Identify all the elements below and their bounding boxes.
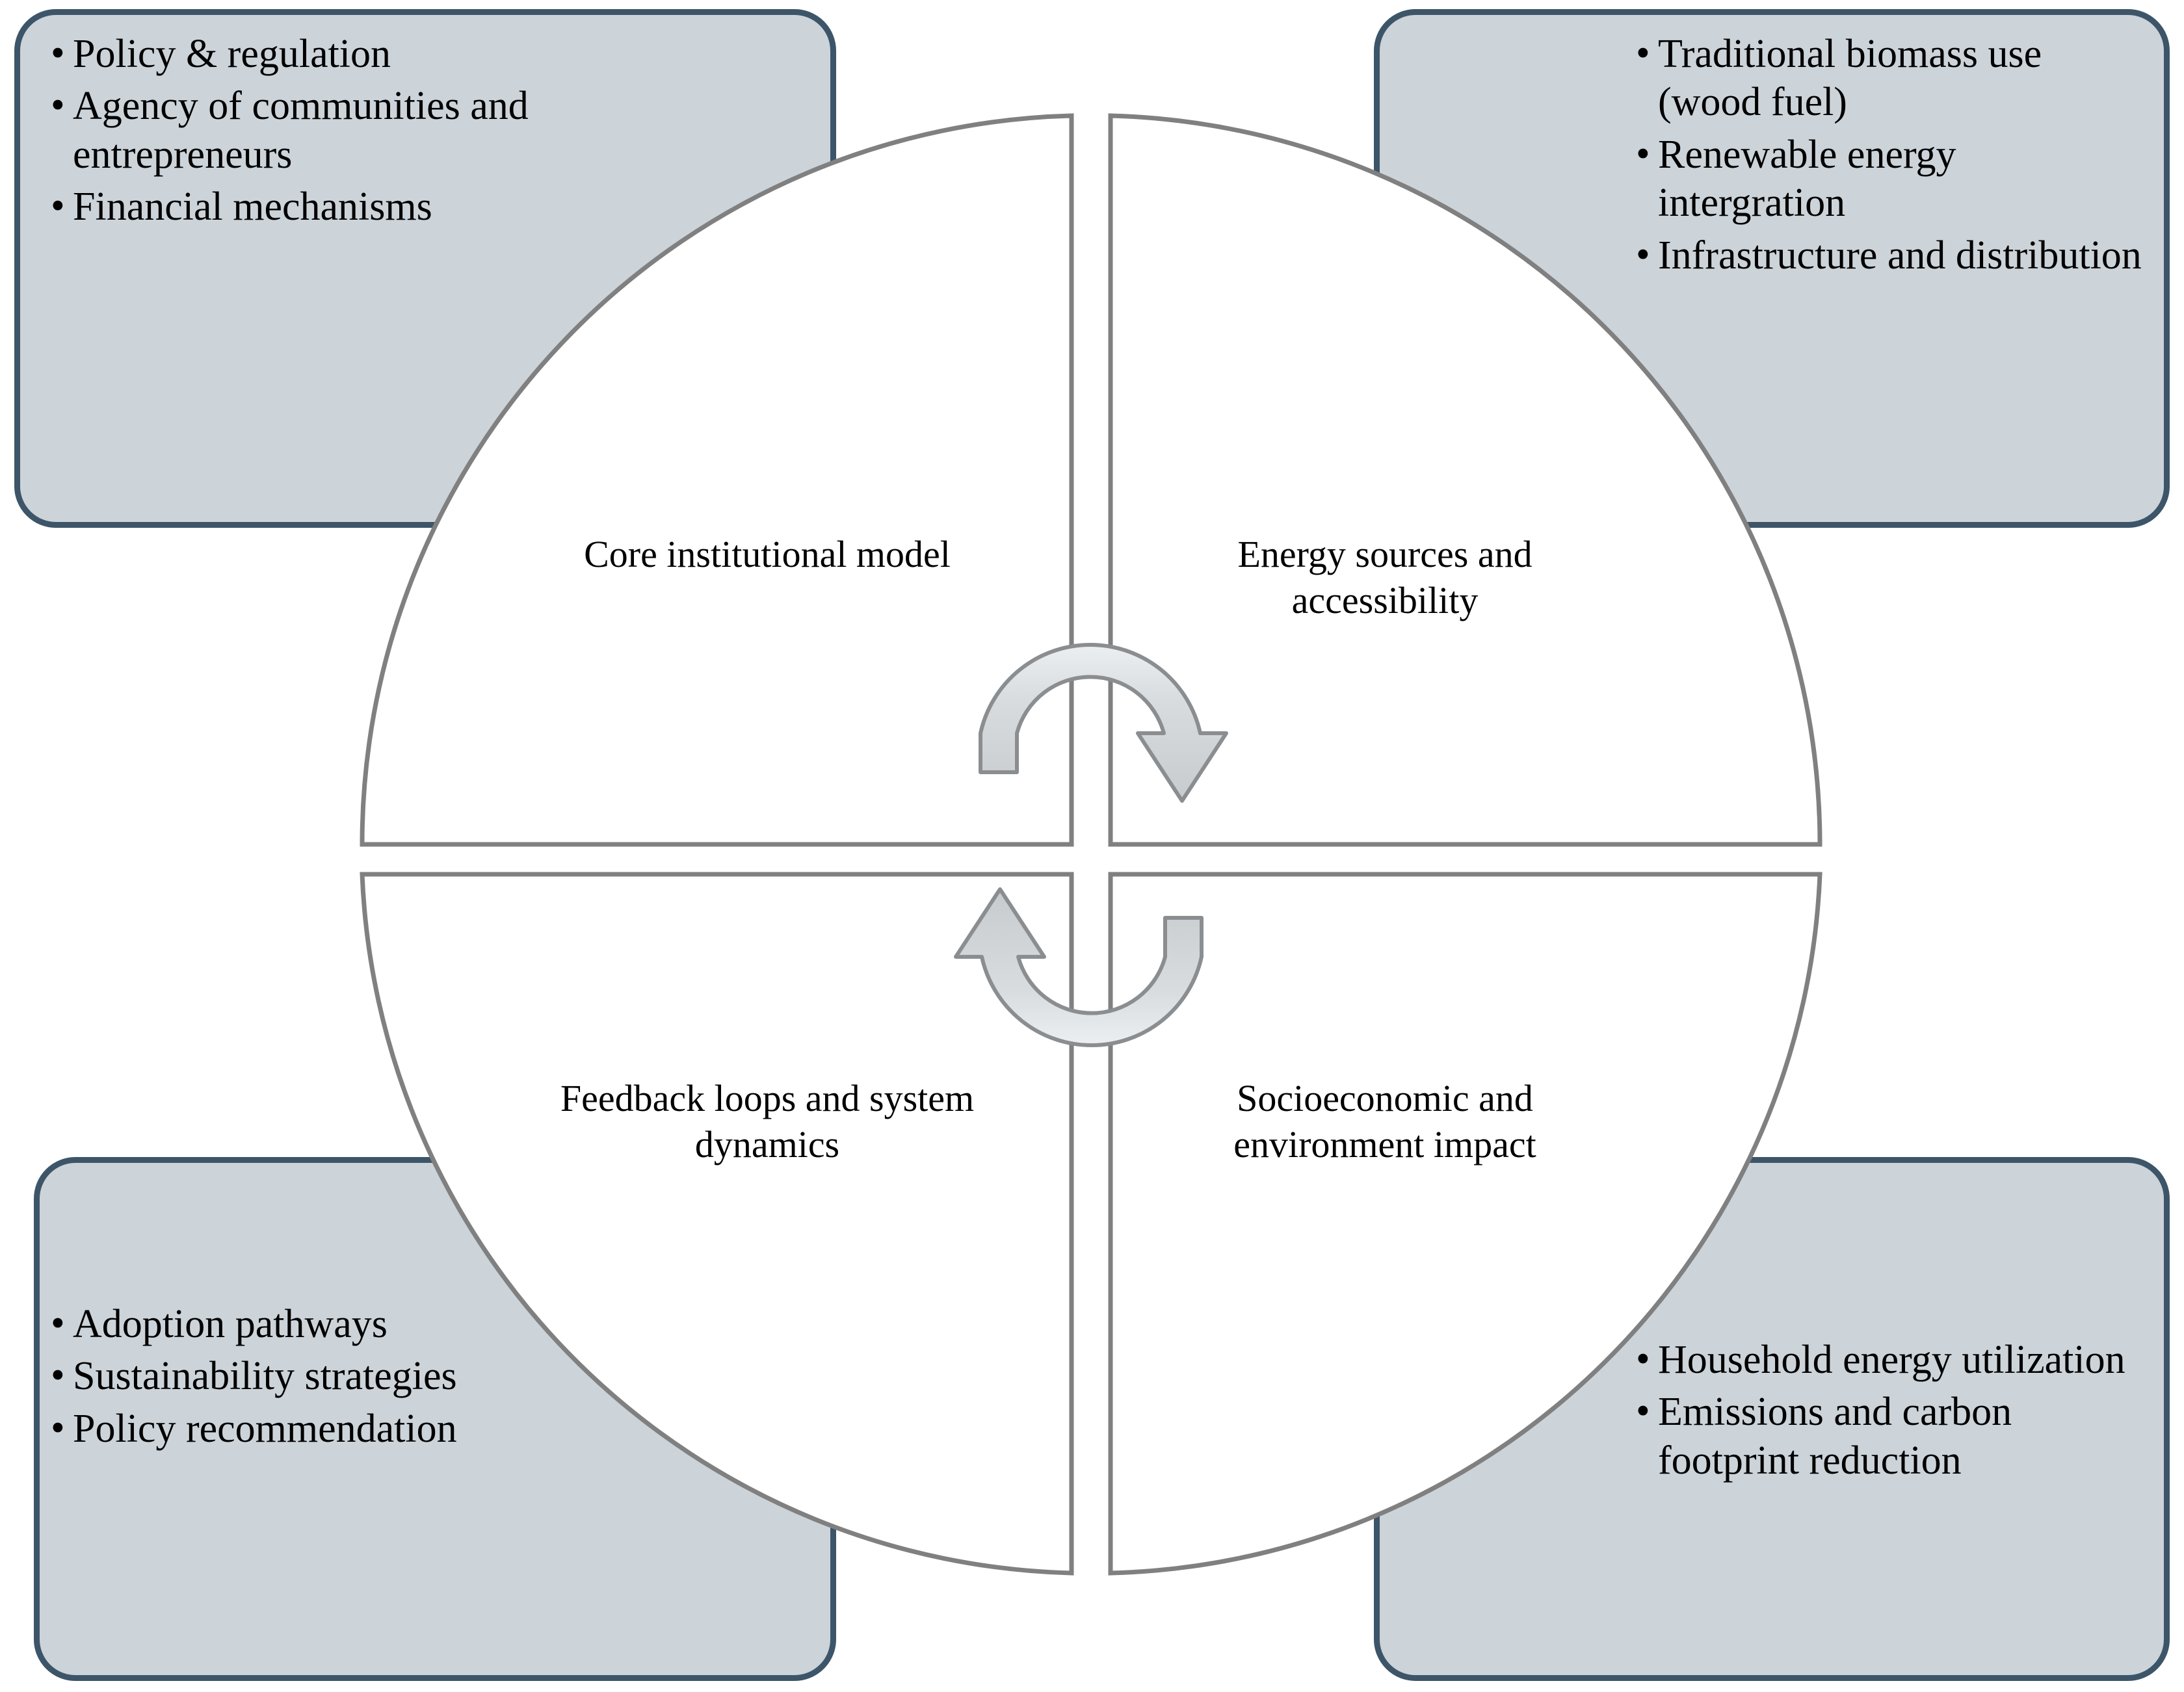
list-item-label: Emissions and carbon footprint reduction [1658,1390,2012,1483]
list-item: •Sustainability strategies [47,1352,736,1400]
list-item: •Traditional biomass use (wood fuel) [1632,30,2146,127]
bullet-glyph-icon: • [51,1405,65,1450]
list-item-label: Sustainability strategies [73,1354,457,1399]
list-item-label: Household energy utilization [1658,1338,2125,1382]
list-item-label: Financial mechanisms [73,185,432,229]
list-item-label: Renewable energy intergration [1658,132,1956,226]
list-item: •Financial mechanisms [47,183,723,231]
bullet-glyph-icon: • [1636,1389,1650,1434]
bullet-glyph-icon: • [51,1301,65,1346]
bullet-glyph-icon: • [51,1353,65,1398]
list-item: •Adoption pathways [47,1300,736,1348]
bullet-glyph-icon: • [1636,1337,1650,1381]
cycle-arrow-upper-icon [979,643,1228,803]
wheel-quadrant-bottom-left [360,872,1074,1576]
bullet-glyph-icon: • [1636,31,1650,75]
list-item-label: Policy & regulation [73,32,391,76]
bullet-list-top-left: •Policy & regulation •Agency of communit… [47,30,723,235]
bullet-glyph-icon: • [51,184,65,229]
list-item-label: Policy recommendation [73,1406,457,1451]
bullet-glyph-icon: • [51,31,65,75]
bullet-list-top-right: •Traditional biomass use (wood fuel) •Re… [1632,30,2146,283]
bullet-glyph-icon: • [1636,232,1650,277]
list-item: •Emissions and carbon footprint reductio… [1632,1388,2146,1485]
list-item: •Agency of communities and entrepreneurs [47,82,723,179]
list-item: •Renewable energy intergration [1632,131,2146,228]
quadrant-label-energy-sources-accessibility: Energy sources and accessibility [1237,533,1533,621]
list-item-label: Agency of communities and entrepreneurs [73,84,529,177]
quadrant-label-core-institutional-model: Core institutional model [584,533,951,575]
wheel-quadrant-top-right [1108,113,1822,847]
list-item: •Policy & regulation [47,30,723,78]
wheel-quadrant-bottom-right [1108,872,1822,1576]
list-item-label: Adoption pathways [73,1302,388,1346]
quadrant-label-feedback-loops-system-dynamics: Feedback loops and system dynamics [560,1077,975,1165]
quadrant-label-socioeconomic-environment-impact: Socioeconomic and environment impact [1233,1077,1536,1165]
list-item-label: Traditional biomass use (wood fuel) [1658,32,2042,125]
cycle-arrow-lower-icon [954,887,1204,1047]
list-item: •Infrastructure and distribution [1632,231,2146,280]
bullet-list-bottom-left: •Adoption pathways •Sustainability strat… [47,1300,736,1457]
wheel-quadrant-top-left [360,113,1074,847]
list-item-label: Infrastructure and distribution [1658,233,2142,278]
list-item: •Household energy utilization [1632,1336,2146,1384]
bullet-glyph-icon: • [51,83,65,128]
bullet-glyph-icon: • [1636,131,1650,176]
list-item: •Policy recommendation [47,1405,736,1453]
bullet-list-bottom-right: •Household energy utilization •Emissions… [1632,1336,2146,1489]
